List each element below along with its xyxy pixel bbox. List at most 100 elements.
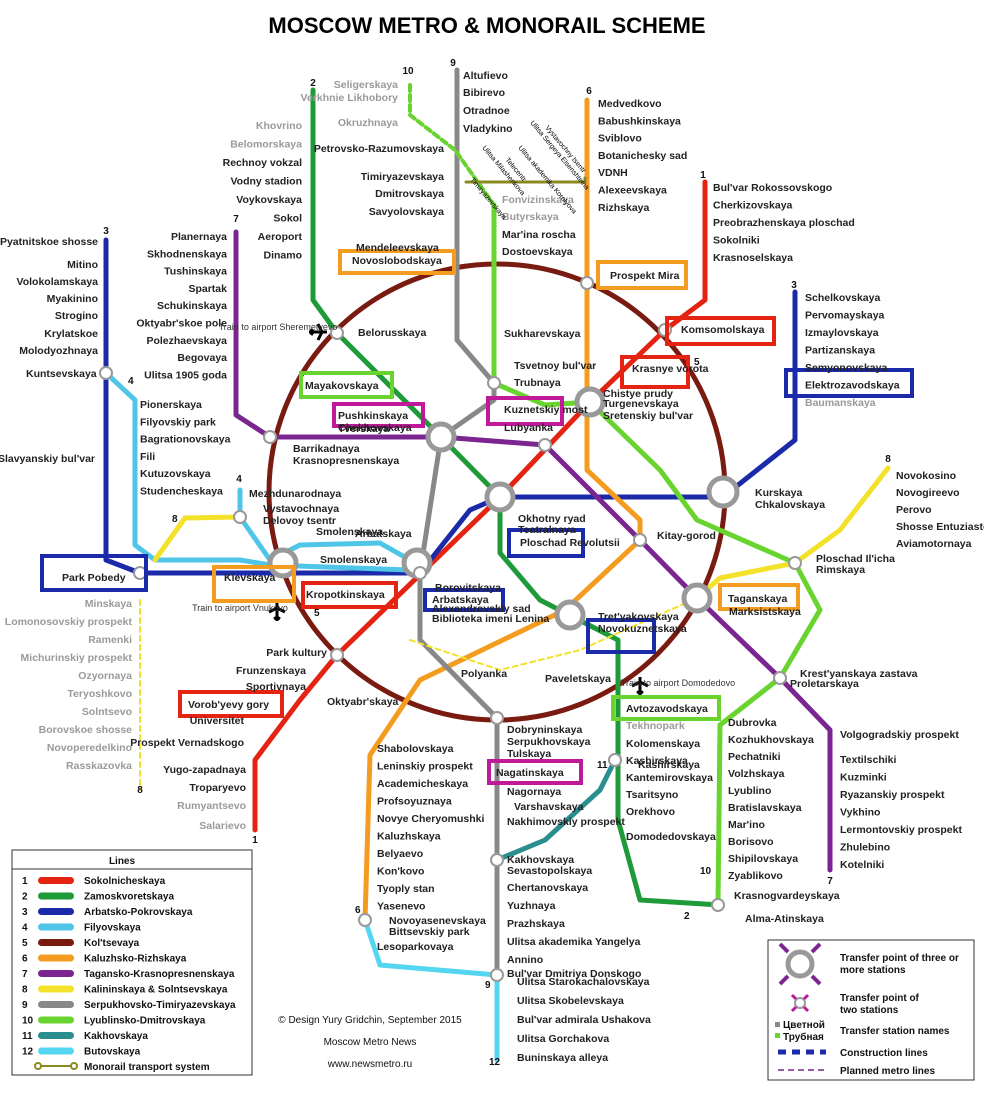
- station-l9s-12: Annino: [507, 954, 543, 966]
- lines-legend: Lines 1Sokolnicheskaya2Zamoskvoretskaya3…: [12, 850, 252, 1075]
- key-small-hub-icon: [795, 998, 805, 1008]
- station-l2s-3: Kolomenskaya: [626, 738, 700, 750]
- station-l9n-3: Vladykino: [463, 123, 513, 135]
- station-center-16: Turgenevskaya: [603, 398, 679, 410]
- legend-num-1: 2: [22, 892, 28, 903]
- station-l1n-3: Sokolniki: [713, 235, 760, 247]
- station-l3w-8: Slavyanskiy bul'var: [0, 453, 95, 465]
- station-center-2: Belorusskaya: [358, 327, 426, 339]
- station-l8w-5: Teryoshkovo: [67, 688, 132, 700]
- legend-name-3: Filyovskaya: [84, 923, 141, 934]
- station-l8w-4: Ozyornaya: [78, 670, 132, 682]
- station-l9s-11: Ulitsa akademika Yangelya: [507, 936, 641, 948]
- svg-text:3: 3: [791, 280, 797, 291]
- station-l11-0: Varshavskaya: [514, 801, 584, 813]
- legend-swatch-9: [38, 1017, 74, 1024]
- station-l7e-6: Lermontovskiy prospekt: [840, 824, 962, 836]
- station-l2n-6: Aeroport: [258, 231, 303, 243]
- station-l9s-5: Nagornaya: [507, 786, 561, 798]
- station-l10s-4: Lyublino: [728, 785, 771, 797]
- station-l10s-6: Mar'ino: [728, 819, 765, 831]
- station-l10s-7: Borisovo: [728, 836, 774, 848]
- station-l1s-1: Frunzenskaya: [236, 665, 306, 677]
- legend-num-2: 3: [22, 907, 28, 918]
- key-small-line2: two stations: [840, 1005, 899, 1016]
- station-l8w-1: Lomonosovskiy prospekt: [5, 616, 133, 628]
- station-center-4: Pushkinskaya: [338, 410, 408, 422]
- station-l9n-0: Altufievo: [463, 70, 508, 82]
- hub-pushkin: [428, 424, 454, 450]
- airport-label-sheremetyevo: Train to airport Sheremetyevo: [219, 322, 338, 332]
- station-l1s-2: Sportivnaya: [246, 681, 306, 693]
- station-l12-3: Ulitsa Gorchakova: [517, 1033, 609, 1045]
- legend-swatch-0: [38, 877, 74, 884]
- station-center-20: Kitay-gorod: [657, 530, 716, 542]
- station-center-24: Borovitskaya: [435, 582, 501, 594]
- station-l10n-0: Seligerskaya: [334, 79, 398, 91]
- station-l7e-8: Kotelniki: [840, 859, 884, 871]
- station-l2n-2: Rechnoy vokzal: [223, 157, 302, 169]
- station-l8w-3: Michurinskiy prospekt: [21, 652, 133, 664]
- station-l9n-5: Timiryazevskaya: [361, 171, 444, 183]
- station-center-0: Mendeleevskaya: [356, 242, 439, 254]
- station-l2n-4: Voykovskaya: [236, 194, 302, 206]
- station-l6n-5: Alexeevskaya: [598, 185, 667, 197]
- svg-text:6: 6: [355, 905, 361, 916]
- airport-label-domodedovo: Train to airport Domodedovo: [621, 678, 735, 688]
- station-l4w-0: Pionerskaya: [140, 399, 202, 411]
- station-l6s-4: Profsoyuznaya: [377, 796, 452, 808]
- station-l9n-2: Otradnoe: [463, 105, 510, 117]
- legend-name-1: Zamoskvoretskaya: [84, 892, 174, 903]
- legend-name-11: Butovskaya: [84, 1047, 141, 1058]
- station-l8e-7: Marksistskaya: [729, 606, 801, 618]
- station-l2s-7: Orekhovo: [626, 806, 675, 818]
- station-l3e-2: Izmaylovskaya: [805, 327, 879, 339]
- station-l2n-1: Belomorskaya: [230, 139, 302, 151]
- station-l2s-6: Tsaritsyno: [626, 789, 678, 801]
- station-l1s-3: Vorob'yevy gory: [188, 699, 269, 711]
- svg-text:2: 2: [684, 911, 690, 922]
- legend-name-7: Kalininskaya & Solntsevskaya: [84, 985, 228, 996]
- station-l8w-6: Solntsevo: [82, 706, 132, 718]
- legend-swatch-10: [38, 1032, 74, 1039]
- legend-num-11: 12: [22, 1047, 34, 1058]
- station-l12-0: Ulitsa Starokachalovskaya: [517, 976, 650, 988]
- station-l9s-4: Nagatinskaya: [496, 767, 564, 779]
- svg-text:4: 4: [128, 376, 134, 387]
- station-l7e-4: Ryazanskiy prospekt: [840, 789, 945, 801]
- station-l6s-3: Academicheskaya: [377, 778, 468, 790]
- svg-text:1: 1: [252, 835, 258, 846]
- station-l3e-6: Baumanskaya: [805, 397, 876, 409]
- station-l4w-4: Kutuzovskaya: [140, 468, 211, 480]
- hub-tretyakov: [557, 602, 583, 628]
- station-center-19: Chkalovskaya: [755, 499, 825, 511]
- station-l7w-9: Barrikadnaya: [293, 443, 360, 455]
- svg-text:8: 8: [172, 514, 178, 525]
- station-l4w-6: Mezhdunarodnaya: [249, 488, 341, 500]
- station-center-11: Sukharevskaya: [504, 328, 581, 340]
- svg-text:4: 4: [236, 474, 242, 485]
- svg-text:7: 7: [827, 876, 833, 887]
- station-l7e-3: Kuzminki: [840, 772, 887, 784]
- station-l10s-5: Bratislavskaya: [728, 802, 802, 814]
- station-l10s-0: Dubrovka: [728, 717, 777, 729]
- key-names: Transfer station names: [840, 1026, 950, 1037]
- station-center-8: Trubnaya: [514, 377, 561, 389]
- station-center-12: Prospekt Mira: [610, 270, 680, 282]
- svg-text:1: 1: [700, 170, 706, 181]
- key-planned: Planned metro lines: [840, 1066, 935, 1077]
- station-l4w-2: Bagrationovskaya: [140, 434, 231, 446]
- legend-name-0: Sokolnicheskaya: [84, 876, 166, 887]
- station-l6s-6: Kaluzhskaya: [377, 831, 441, 843]
- legend-swatch-11: [38, 1048, 74, 1055]
- station-l3w-3: Myakinino: [47, 293, 98, 305]
- svg-text:12: 12: [489, 1057, 501, 1068]
- station-l8e-1: Novogireevo: [896, 487, 960, 499]
- station-l1s-5: Prospekt Vernadskogo: [130, 737, 244, 749]
- station-l10n-5: Mar'ina roscha: [502, 229, 576, 241]
- key-construction: Construction lines: [840, 1048, 928, 1059]
- svg-text:2: 2: [310, 78, 316, 89]
- svg-text:8: 8: [885, 454, 891, 465]
- station-l2s-10: Alma-Atinskaya: [745, 913, 824, 925]
- station-l3w-5: Krylatskoe: [44, 328, 98, 340]
